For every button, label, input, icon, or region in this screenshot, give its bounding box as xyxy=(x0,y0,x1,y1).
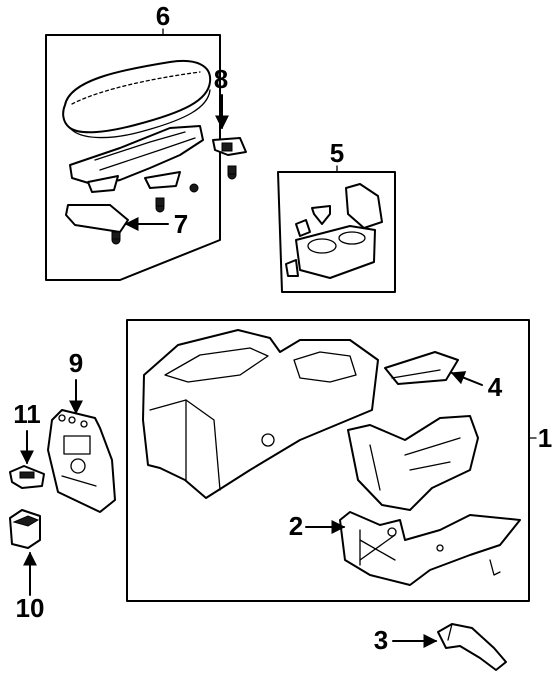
latch-clip-part xyxy=(212,137,247,156)
callout-3: 3 xyxy=(374,625,388,655)
armrest-base-part xyxy=(69,125,237,213)
callout-7: 7 xyxy=(174,209,188,239)
callout-9: 9 xyxy=(69,348,83,378)
cupholder-part xyxy=(285,183,383,279)
console-body-part xyxy=(142,329,379,499)
armrest-lid-part xyxy=(62,60,212,139)
callout-10: 10 xyxy=(16,593,45,623)
armrest-group-box xyxy=(45,28,221,281)
callout-6: 6 xyxy=(156,1,170,31)
console-group-box xyxy=(126,319,537,602)
cupholder-group-box xyxy=(277,165,396,293)
storage-tray-part xyxy=(347,415,479,511)
callout-11: 11 xyxy=(13,399,41,429)
strap-bracket-part xyxy=(437,623,507,671)
console-lid-part xyxy=(384,351,459,385)
callout-1: 1 xyxy=(538,423,552,453)
switch-part xyxy=(9,465,45,489)
callout-5: 5 xyxy=(330,138,344,168)
callout-8: 8 xyxy=(214,64,228,94)
callout-4: 4 xyxy=(488,372,503,402)
leader-4 xyxy=(450,371,483,386)
hinge-bracket-part xyxy=(65,204,129,245)
switch-panel-part xyxy=(47,409,116,513)
plug-cap-part xyxy=(9,509,41,549)
mounting-bracket-part xyxy=(339,511,521,586)
callout-2: 2 xyxy=(289,511,303,541)
